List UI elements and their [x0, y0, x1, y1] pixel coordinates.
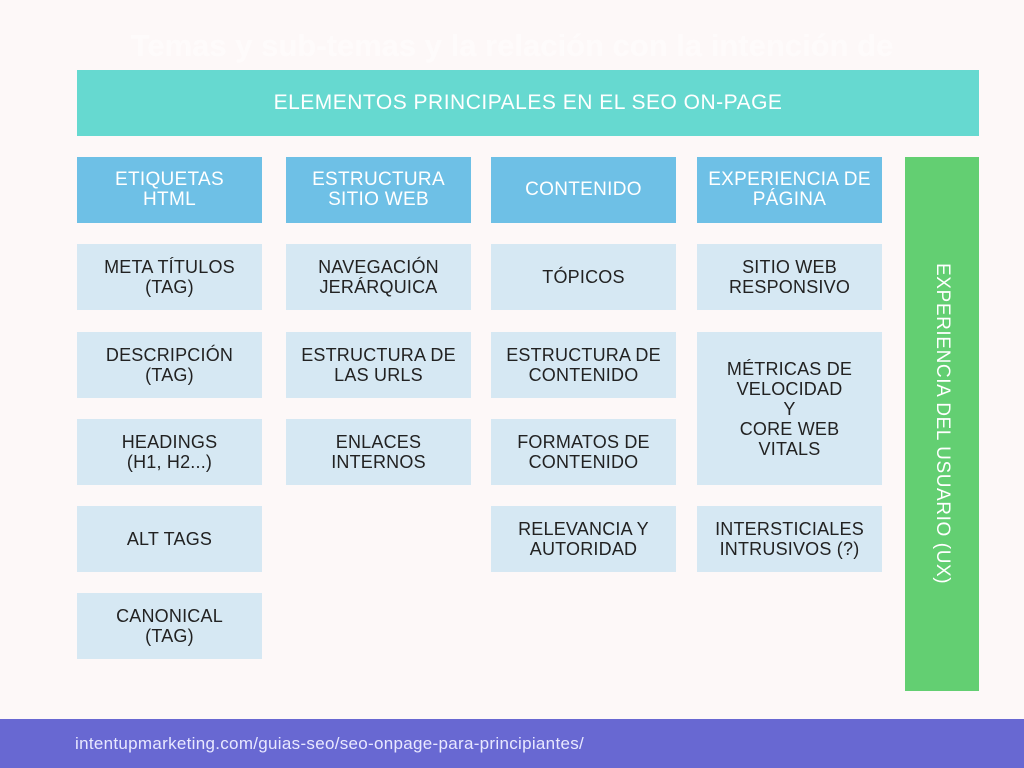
category-experiencia-pagina: EXPERIENCIA DE PÁGINA — [697, 157, 882, 223]
item-relevancia-autoridad: RELEVANCIA Y AUTORIDAD — [491, 506, 676, 572]
item-estructura-urls: ESTRUCTURA DE LAS URLS — [286, 332, 471, 398]
footer-bar: intentupmarketing.com/guias-seo/seo-onpa… — [0, 719, 1024, 768]
item-headings: HEADINGS (H1, H2...) — [77, 419, 262, 485]
item-alt-tags: ALT TAGS — [77, 506, 262, 572]
item-meta-titulos: META TÍTULOS (TAG) — [77, 244, 262, 310]
footer-url-link[interactable]: intentupmarketing.com/guias-seo/seo-onpa… — [75, 733, 585, 753]
item-topicos: TÓPICOS — [491, 244, 676, 310]
item-formatos-contenido: FORMATOS DE CONTENIDO — [491, 419, 676, 485]
category-estructura-sitio-web: ESTRUCTURA SITIO WEB — [286, 157, 471, 223]
item-canonical: CANONICAL (TAG) — [77, 593, 262, 659]
item-sitio-responsivo: SITIO WEB RESPONSIVO — [697, 244, 882, 310]
item-navegacion-jerarquica: NAVEGACIÓN JERÁRQUICA — [286, 244, 471, 310]
item-estructura-contenido: ESTRUCTURA DE CONTENIDO — [491, 332, 676, 398]
ux-sidebar: EXPERIENCIA DEL USUARIO (UX) — [905, 157, 979, 691]
ux-sidebar-label: EXPERIENCIA DEL USUARIO (UX) — [932, 263, 953, 585]
item-descripcion: DESCRIPCIÓN (TAG) — [77, 332, 262, 398]
category-contenido: CONTENIDO — [491, 157, 676, 223]
item-intersticiales: INTERSTICIALES INTRUSIVOS (?) — [697, 506, 882, 572]
item-enlaces-internos: ENLACES INTERNOS — [286, 419, 471, 485]
faded-title: Temas y sub-temas y la relación con la i… — [130, 28, 894, 63]
category-etiquetas-html: ETIQUETAS HTML — [77, 157, 262, 223]
item-metricas-velocidad: MÉTRICAS DE VELOCIDAD Y CORE WEB VITALS — [697, 332, 882, 485]
main-header: ELEMENTOS PRINCIPALES EN EL SEO ON-PAGE — [77, 70, 979, 136]
main-header-label: ELEMENTOS PRINCIPALES EN EL SEO ON-PAGE — [273, 91, 783, 114]
